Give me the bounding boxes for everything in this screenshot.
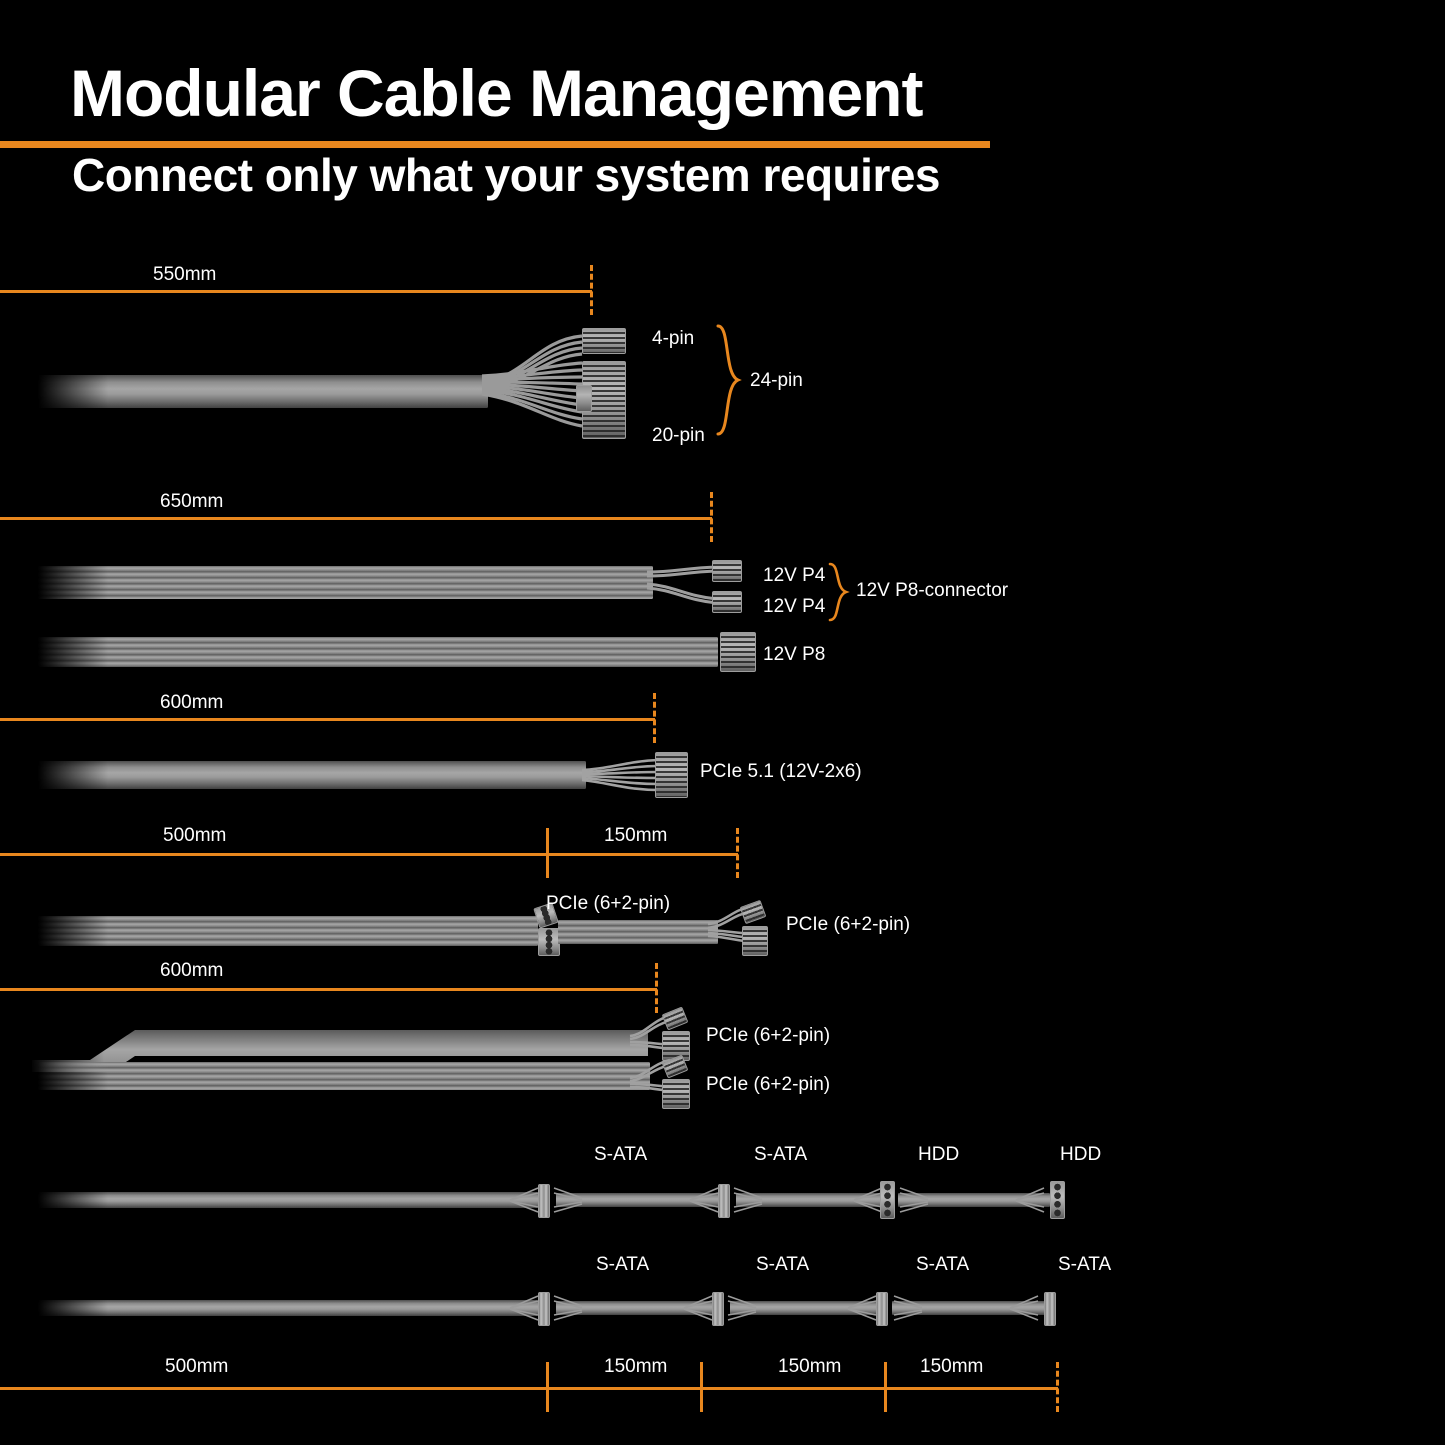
connector-dual-1-6pin bbox=[662, 1031, 690, 1061]
cable-ribbon-eps-p8 bbox=[38, 637, 718, 667]
connector-periph2-sata-3 bbox=[876, 1292, 888, 1326]
connector-label-daisy-2: PCIe (6+2-pin) bbox=[786, 914, 911, 935]
cable-sheath-pcie51 bbox=[38, 761, 586, 789]
dimension-line-daisy bbox=[0, 853, 738, 856]
dimension-label-500mm-daisy: 500mm bbox=[163, 825, 227, 846]
bottom-dimension-tick-end bbox=[1056, 1362, 1059, 1412]
dimension-line-eps bbox=[0, 517, 712, 520]
connector-label-12v-p8: 12V P8 bbox=[763, 644, 826, 665]
cable-ribbon-dual-upper bbox=[32, 1030, 648, 1086]
connector-label-periph2-2: S-ATA bbox=[756, 1254, 810, 1275]
cable-split-eps bbox=[646, 565, 718, 605]
dimension-label-600mm-pcie51: 600mm bbox=[160, 692, 224, 713]
dimension-label-150mm-daisy: 150mm bbox=[604, 825, 668, 846]
cable-run-periph2-seg2 bbox=[730, 1301, 876, 1315]
connector-eps-p4-upper bbox=[712, 560, 742, 582]
connector-atx-4pin bbox=[582, 328, 626, 354]
cable-flares-periph2 bbox=[509, 1295, 1039, 1321]
connector-label-4pin: 4-pin bbox=[652, 328, 695, 349]
cable-sheath-atx bbox=[38, 375, 488, 408]
connector-periph1-hdd-2 bbox=[1050, 1181, 1065, 1219]
connector-label-20pin: 20-pin bbox=[652, 425, 705, 446]
group-label-24pin: 24-pin bbox=[750, 370, 803, 391]
connector-label-periph2-1: S-ATA bbox=[596, 1254, 650, 1275]
page-title: Modular Cable Management bbox=[70, 56, 923, 130]
dimension-tick-atx-end bbox=[590, 265, 593, 315]
dimension-tick-eps-end bbox=[710, 492, 713, 542]
cable-run-periph1-seg1 bbox=[556, 1193, 720, 1207]
title-underline-rule bbox=[0, 141, 990, 148]
dimension-tick-pcie51-end bbox=[653, 693, 656, 743]
bottom-dimension-tick-2 bbox=[700, 1362, 703, 1412]
dimension-line-pcie51 bbox=[0, 718, 655, 721]
connector-periph1-sata-2 bbox=[718, 1184, 730, 1218]
page-subtitle: Connect only what your system requires bbox=[72, 149, 941, 201]
cable-ribbon-daisy-b bbox=[558, 920, 718, 944]
connector-label-12v-p4-lower: 12V P4 bbox=[763, 596, 826, 617]
bottom-dimension-tick-1 bbox=[546, 1362, 549, 1412]
connector-label-periph2-4: S-ATA bbox=[1058, 1254, 1112, 1275]
dimension-line-atx bbox=[0, 290, 592, 293]
bottom-dimension-tick-3 bbox=[884, 1362, 887, 1412]
cable-run-periph2-seg3 bbox=[892, 1301, 1050, 1315]
connector-label-periph1-1: S-ATA bbox=[594, 1144, 648, 1165]
brace-p8-connector bbox=[828, 561, 850, 623]
connector-daisy-1-6pin bbox=[538, 928, 560, 956]
cable-run-periph1-seg3 bbox=[898, 1193, 1050, 1207]
cable-run-periph2-seg0 bbox=[38, 1300, 538, 1316]
cable-flares-periph1 bbox=[509, 1187, 1045, 1213]
cable-fanout-atx bbox=[481, 334, 583, 428]
bottom-dimension-label-1: 500mm bbox=[165, 1356, 229, 1377]
group-label-12v-p8-connector: 12V P8-connector bbox=[856, 580, 1009, 601]
dimension-label-550mm: 550mm bbox=[153, 264, 217, 285]
connector-label-daisy-1: PCIe (6+2-pin) bbox=[546, 893, 671, 914]
connector-label-periph1-3: HDD bbox=[918, 1144, 960, 1165]
dimension-tick-daisy-end bbox=[736, 828, 739, 878]
connector-label-dual-2: PCIe (6+2-pin) bbox=[706, 1074, 831, 1095]
connector-label-dual-1: PCIe (6+2-pin) bbox=[706, 1025, 831, 1046]
dimension-label-650mm: 650mm bbox=[160, 491, 224, 512]
cable-fanout-pcie51 bbox=[581, 758, 659, 792]
connector-periph1-hdd-1 bbox=[880, 1181, 895, 1219]
connector-label-periph2-3: S-ATA bbox=[916, 1254, 970, 1275]
bottom-dimension-label-3: 150mm bbox=[778, 1356, 842, 1377]
cable-ribbon-dual-lower bbox=[38, 1062, 650, 1090]
connector-daisy-2-6pin bbox=[742, 926, 768, 956]
dimension-tick-daisy-mid bbox=[546, 828, 549, 878]
connector-label-12v-p4-upper: 12V P4 bbox=[763, 565, 826, 586]
cable-ribbon-daisy-a bbox=[38, 916, 538, 946]
connector-eps-p4-lower bbox=[712, 591, 742, 613]
bottom-dimension-label-2: 150mm bbox=[604, 1356, 668, 1377]
connector-periph2-sata-1 bbox=[538, 1292, 550, 1326]
connector-dual-2-6pin bbox=[662, 1079, 690, 1109]
connector-label-periph1-4: HDD bbox=[1060, 1144, 1102, 1165]
dimension-line-dual bbox=[0, 988, 657, 991]
connector-periph1-sata-1 bbox=[538, 1184, 550, 1218]
dimension-tick-dual-end bbox=[655, 963, 658, 1013]
bottom-dimension-line bbox=[0, 1387, 1058, 1390]
connector-atx-latch bbox=[576, 385, 592, 412]
connector-periph2-sata-2 bbox=[712, 1292, 724, 1326]
cable-ribbon-eps-dual bbox=[38, 566, 653, 599]
connector-pcie-12vhpwr bbox=[655, 752, 688, 798]
cable-run-periph2-seg1 bbox=[556, 1301, 714, 1315]
connector-eps-p8 bbox=[720, 632, 756, 672]
brace-24pin bbox=[716, 322, 742, 442]
dimension-label-600mm-dual: 600mm bbox=[160, 960, 224, 981]
cable-run-periph1-seg0 bbox=[38, 1192, 538, 1208]
connector-label-periph1-2: S-ATA bbox=[754, 1144, 808, 1165]
connector-periph2-sata-4 bbox=[1044, 1292, 1056, 1326]
bottom-dimension-label-4: 150mm bbox=[920, 1356, 984, 1377]
cable-run-periph1-seg2 bbox=[736, 1193, 882, 1207]
connector-label-pcie-51: PCIe 5.1 (12V-2x6) bbox=[700, 761, 862, 782]
